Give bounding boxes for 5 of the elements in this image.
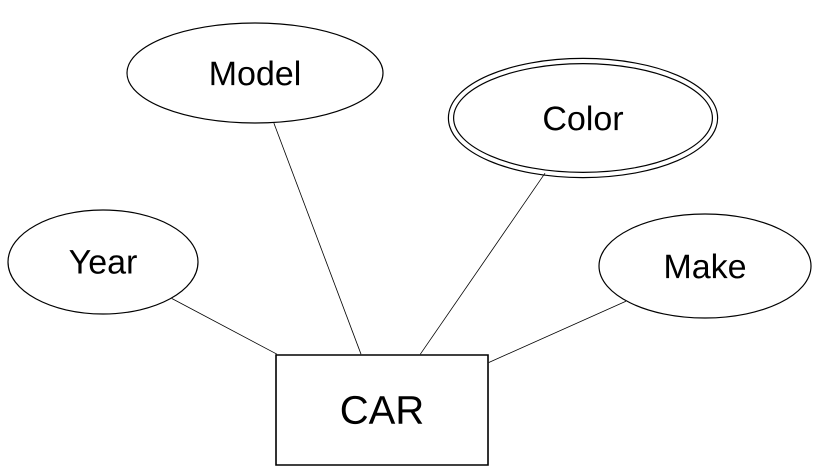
entity-box: CAR bbox=[275, 354, 489, 466]
connector-line bbox=[273, 122, 362, 355]
connector-line bbox=[171, 298, 278, 355]
connector-line bbox=[488, 300, 626, 363]
connector-line bbox=[420, 172, 546, 355]
